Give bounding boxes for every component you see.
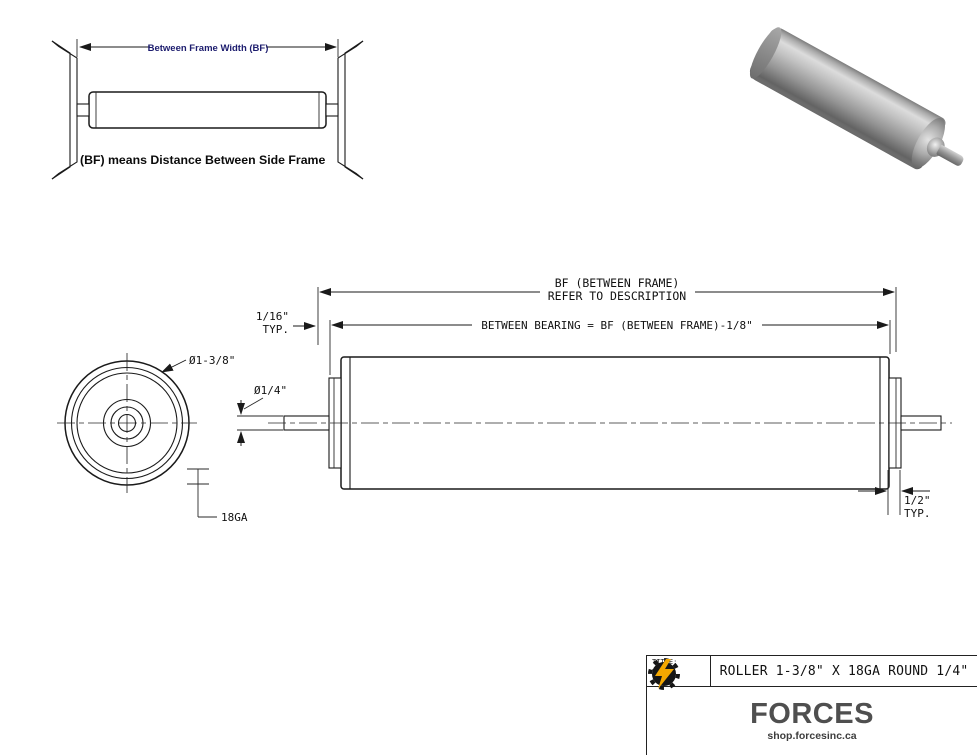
roller-side-view [268, 356, 952, 490]
side-view-dimensions: BF (BETWEEN FRAME) REFER TO DESCRIPTION … [237, 276, 931, 520]
drawing-title: ROLLER 1-3/8" X 18GA ROUND 1/4" [719, 663, 969, 679]
roller-3d-shaft [935, 144, 965, 168]
shaft-dia-label: Ø1/4" [254, 384, 287, 397]
tube-dia-leader [161, 359, 187, 373]
mini-roller [76, 91, 339, 129]
roller-3d-render [740, 22, 972, 177]
left-side-frame [51, 40, 78, 180]
bearing-width-value: 1/2" [904, 494, 931, 507]
title-block: TITRE: TITLE: ROLLER 1-3/8" X 18GA ROUND… [646, 655, 977, 755]
shaft-dia-leader [243, 397, 264, 410]
brand-name: FORCES [750, 698, 874, 730]
brand-row: FORCES [648, 658, 874, 730]
gap-typ-suffix: TYP. [263, 323, 290, 336]
roller-3d-body [744, 23, 965, 173]
frame-width-diagram: Between Frame Width (BF) (BF) means Dist… [51, 39, 364, 180]
title-block-row-brand: FORCES shop.forcesinc.ca [647, 658, 977, 755]
bf-dim-label-line1: BF (BETWEEN FRAME) [555, 276, 680, 290]
gap-typ-value: 1/16" [256, 310, 289, 323]
right-side-frame [337, 40, 364, 180]
gauge-label: 18GA [221, 511, 248, 524]
roller-end-view: Ø1-3/8" 18GA [57, 353, 248, 524]
title-block-row-title: TITRE: TITLE: ROLLER 1-3/8" X 18GA ROUND… [647, 656, 977, 687]
tube-dia-label: Ø1-3/8" [189, 354, 235, 367]
roller-3d-far-cap [744, 23, 787, 83]
bf-dim-label-line2: REFER TO DESCRIPTION [548, 289, 687, 303]
frame-width-caption: (BF) means Distance Between Side Frame [80, 153, 325, 167]
frame-width-dim-label: Between Frame Width (BF) [148, 43, 269, 54]
brand-website: shop.forcesinc.ca [767, 730, 857, 742]
bearing-width-suffix: TYP. [904, 507, 931, 520]
forces-gear-bolt-icon [648, 658, 680, 690]
between-bearing-label: BETWEEN BEARING = BF (BETWEEN FRAME)-1/8… [481, 319, 753, 332]
